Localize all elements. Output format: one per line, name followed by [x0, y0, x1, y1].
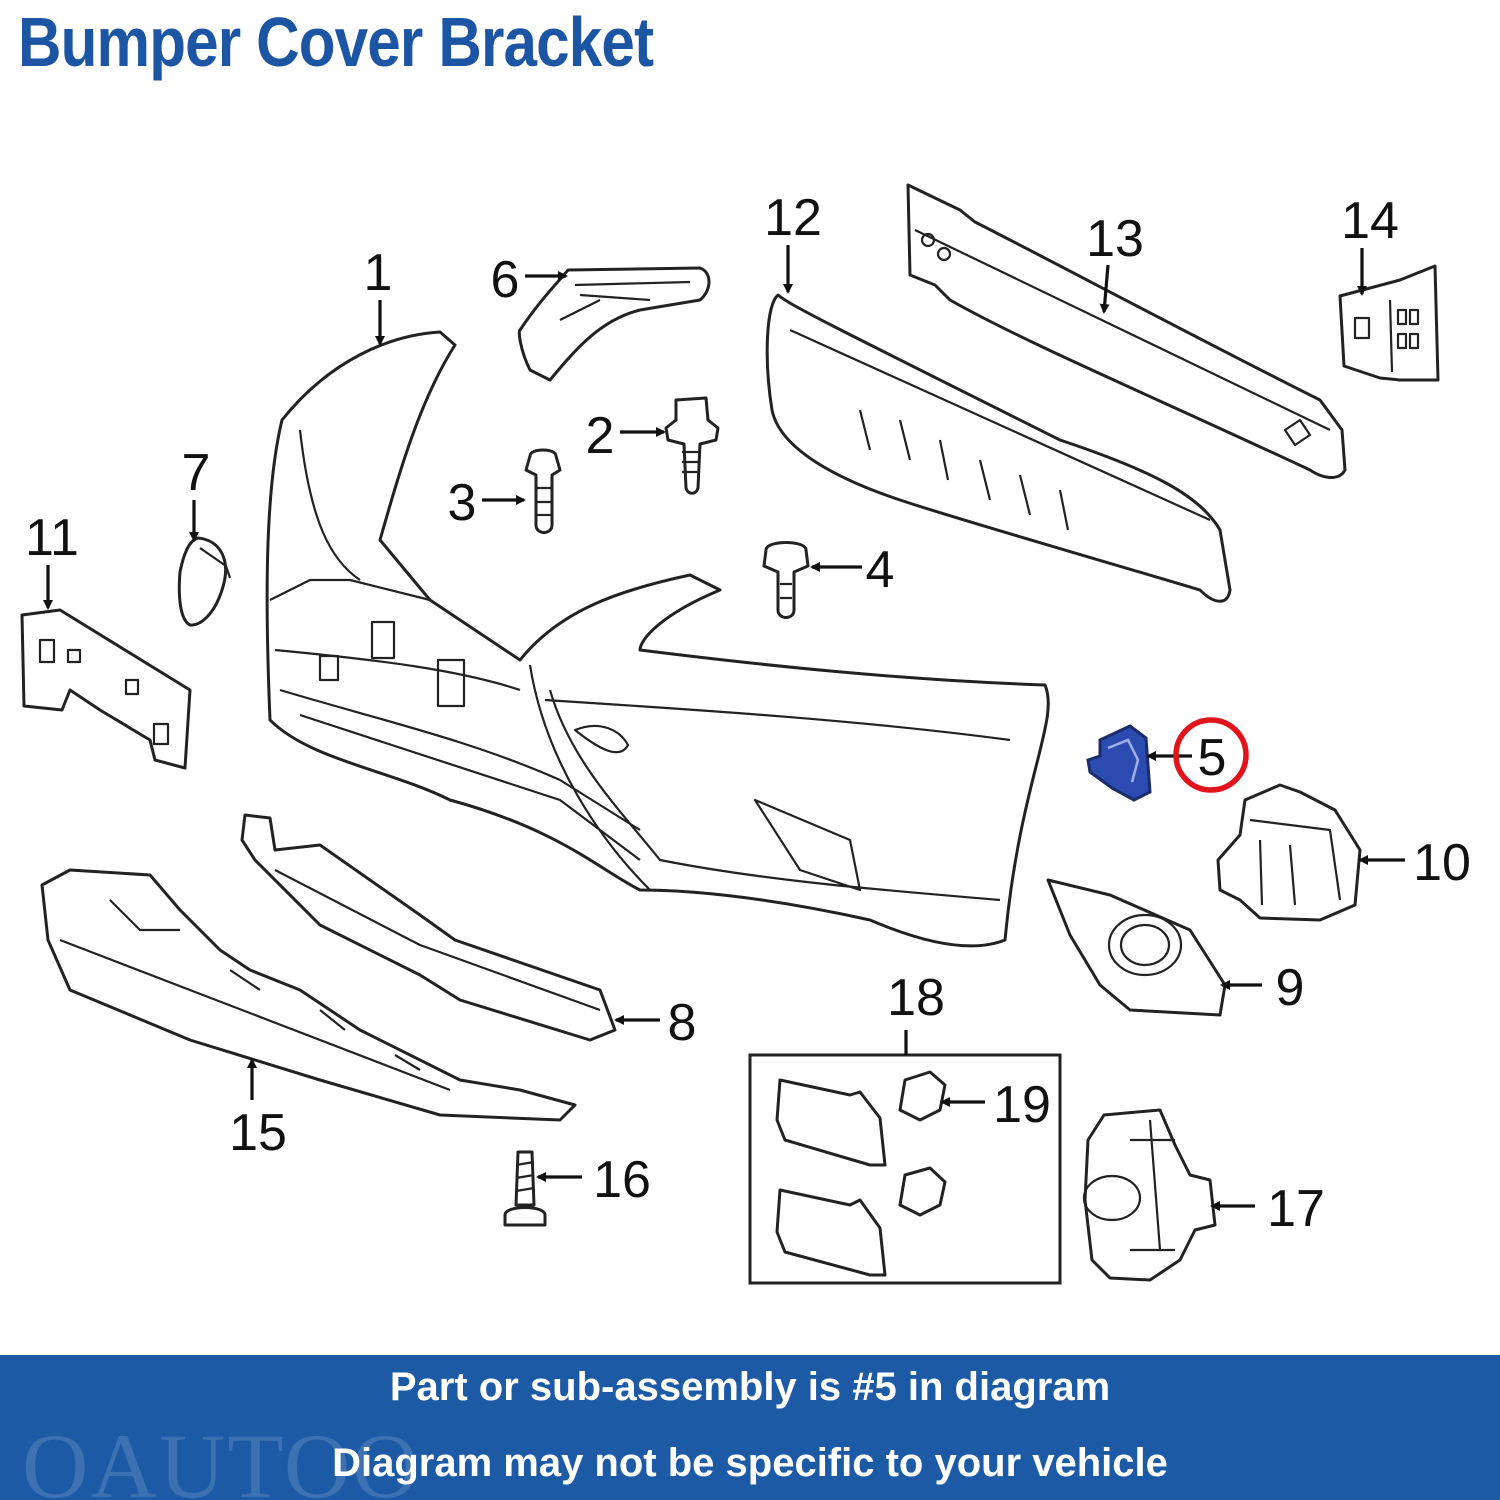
clip-part-3[interactable]: [524, 448, 562, 534]
page-title: Bumper Cover Bracket: [18, 3, 654, 81]
cover-part-7[interactable]: [177, 536, 232, 627]
callout-9: 9: [1276, 959, 1305, 1017]
bumper-cover-bracket-part-5[interactable]: [1086, 724, 1152, 802]
bracket-part-6[interactable]: [517, 266, 711, 382]
footer-line-disclaimer: Diagram may not be specific to your vehi…: [332, 1441, 1168, 1485]
parts-kit-part-18[interactable]: [748, 1053, 1062, 1285]
bracket-part-14[interactable]: [1338, 264, 1440, 382]
callout-11: 11: [25, 509, 79, 567]
callout-10: 10: [1413, 834, 1471, 892]
grommet-part-19[interactable]: [898, 1070, 947, 1217]
callout-5: 5: [1198, 729, 1227, 787]
callout-8: 8: [668, 994, 697, 1052]
callout-6: 6: [491, 251, 520, 309]
parking-sensor-part-17[interactable]: [1082, 1108, 1217, 1282]
callout-17: 17: [1267, 1180, 1325, 1238]
callout-13: 13: [1086, 210, 1144, 268]
watermark-logo: OAUTOO: [22, 1415, 421, 1500]
callout-19: 19: [993, 1076, 1051, 1134]
callout-7: 7: [182, 444, 211, 502]
screw-part-16[interactable]: [503, 1150, 547, 1227]
callout-12: 12: [764, 189, 822, 247]
clip-part-2[interactable]: [664, 396, 720, 495]
highlight-circle: [1173, 717, 1249, 793]
license-bracket-part-11[interactable]: [20, 608, 192, 770]
footer-banner: OAUTOO Part or sub-assembly is #5 in dia…: [0, 1355, 1500, 1500]
energy-absorber-part-12[interactable]: [765, 293, 1232, 603]
callout-14: 14: [1341, 192, 1399, 250]
under-cover-part-15[interactable]: [40, 868, 577, 1122]
reinforcement-part-13[interactable]: [906, 183, 1347, 479]
footer-line-part-info: Part or sub-assembly is #5 in diagram: [389, 1365, 1111, 1409]
callout-3: 3: [448, 474, 477, 532]
fog-lamp-bezel-part-9[interactable]: [1046, 878, 1227, 1017]
callout-1: 1: [364, 244, 393, 302]
parts-diagram: 1 6 2 3 4 7 11 12 13 14 5 10 9 8 18 19 1…: [20, 183, 1471, 1285]
callout-labels: 1 6 2 3 4 7 11 12 13 14 5 10 9 8 18 19 1…: [25, 189, 1471, 1238]
callout-18: 18: [887, 969, 945, 1027]
callout-2: 2: [586, 407, 615, 465]
leader-arrows: [43, 245, 1405, 1211]
clip-part-4[interactable]: [762, 541, 810, 619]
callout-4: 4: [866, 541, 895, 599]
bumper-cover-part-1[interactable]: [265, 330, 1050, 948]
arrow-13: [1099, 264, 1110, 314]
callout-16: 16: [593, 1151, 651, 1209]
deflector-part-8[interactable]: [240, 813, 617, 1042]
sensor-bracket-part-10[interactable]: [1216, 783, 1362, 922]
callout-15: 15: [229, 1104, 287, 1162]
